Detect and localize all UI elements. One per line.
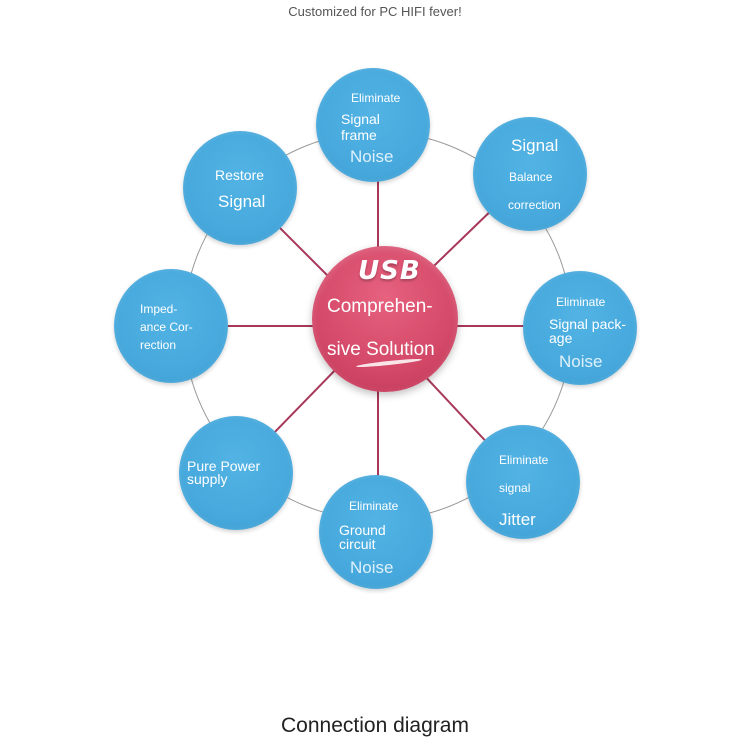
node-line: ance Cor- bbox=[140, 320, 193, 334]
node-line: Eliminate bbox=[499, 453, 549, 467]
node-impedance-correction: Imped- ance Cor- rection bbox=[114, 269, 228, 383]
node-restore-signal: Restore Signal bbox=[183, 131, 297, 245]
node-line: correction bbox=[508, 198, 561, 212]
node-line: Signal bbox=[218, 192, 266, 211]
node-line: supply bbox=[187, 471, 228, 487]
node-eliminate-signal-package-noise: Eliminate Signal pack- age Noise bbox=[523, 271, 637, 385]
node-eliminate-signal-frame-noise: Eliminate Signal frame Noise bbox=[316, 68, 430, 182]
node-line: Noise bbox=[350, 147, 394, 166]
node-line: Signal bbox=[511, 136, 559, 155]
node-signal-balance-correction: Signal Balance correction bbox=[473, 117, 587, 231]
node-line: Signal bbox=[341, 111, 380, 127]
node-line: Imped- bbox=[140, 302, 178, 316]
node-line: Pure Power bbox=[187, 458, 261, 474]
center-line: Comprehen- bbox=[327, 296, 433, 317]
usb-title: USB bbox=[358, 256, 421, 286]
node-line: Eliminate bbox=[556, 295, 606, 309]
center-line: sive Solution bbox=[327, 339, 435, 360]
node-eliminate-ground-circuit-noise: Eliminate Ground circuit Noise bbox=[319, 475, 433, 589]
node-line: signal bbox=[499, 481, 531, 495]
node-line: Noise bbox=[350, 558, 394, 577]
center-usb-solution: USB Comprehen- sive Solution bbox=[312, 246, 458, 392]
node-line: circuit bbox=[339, 536, 376, 552]
node-eliminate-signal-jitter: Eliminate signal Jitter bbox=[466, 425, 580, 539]
bottom-caption: Connection diagram bbox=[281, 714, 469, 737]
node-pure-power-supply: Pure Power supply bbox=[179, 416, 293, 530]
node-line: Restore bbox=[215, 167, 265, 183]
node-line: Eliminate bbox=[351, 91, 401, 105]
node-line: age bbox=[549, 330, 573, 346]
node-line: Signal pack- bbox=[549, 316, 627, 332]
node-line: Jitter bbox=[499, 510, 536, 529]
node-line: frame bbox=[341, 127, 377, 143]
top-caption: Customized for PC HIFI fever! bbox=[288, 4, 462, 19]
node-line: Noise bbox=[559, 352, 603, 371]
node-line: rection bbox=[140, 338, 177, 352]
node-line: Balance bbox=[509, 170, 553, 184]
node-line: Eliminate bbox=[349, 499, 399, 513]
node-line: Ground bbox=[339, 522, 386, 538]
